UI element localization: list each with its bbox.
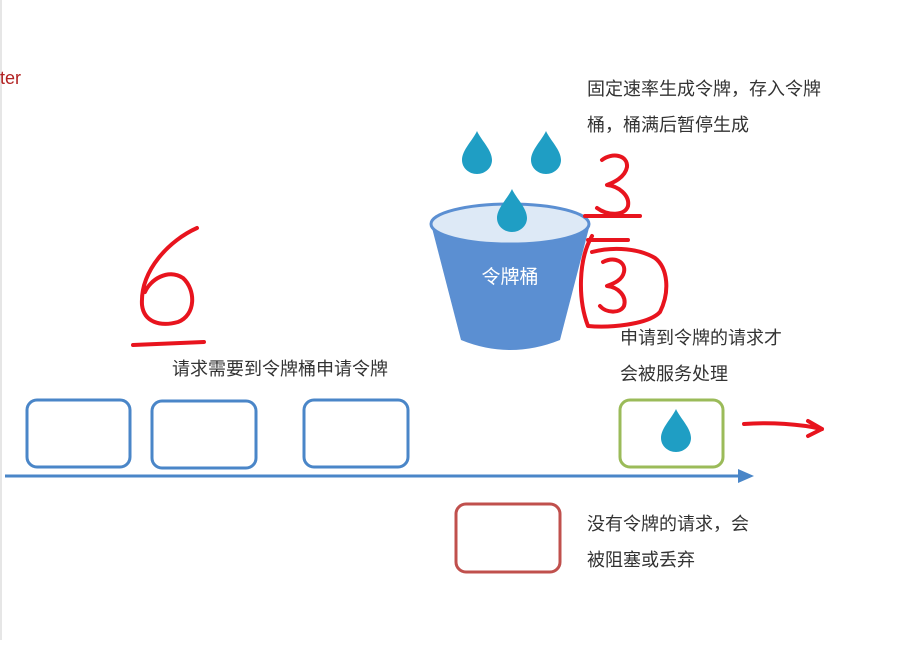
handwritten-three-top <box>595 153 631 216</box>
blocked-request-box <box>454 502 562 574</box>
served-request-note-line-1: 申请到令牌的请求才 <box>620 328 782 349</box>
request-box-3 <box>302 398 410 469</box>
handwritten-six <box>139 226 199 326</box>
request-apply-note: 请求需要到令牌桶申请令牌 <box>172 359 388 380</box>
request-box-2 <box>150 399 258 470</box>
blocked-request-note: 没有令牌的请求，会 被阻塞或丢弃 <box>587 507 749 579</box>
request-timeline-arrow <box>5 469 754 483</box>
clipped-title-fragment: ter <box>0 68 22 88</box>
falling-token-drop-2 <box>531 131 561 174</box>
blocked-request-note-line-1: 没有令牌的请求，会 <box>587 514 749 535</box>
handwritten-circle <box>579 234 669 329</box>
bucket-token-drop <box>497 189 527 232</box>
token-generation-note: 固定速率生成令牌，存入令牌 桶，桶满后暂停生成 <box>587 72 821 144</box>
request-box-1 <box>25 398 132 469</box>
token-generation-note-line-2: 桶，桶满后暂停生成 <box>587 115 749 136</box>
falling-token-drop-1 <box>462 131 492 174</box>
handwritten-exit-arrow <box>742 419 824 438</box>
handwritten-underline-six <box>131 340 206 347</box>
blocked-request-note-line-2: 被阻塞或丢弃 <box>587 550 695 571</box>
token-generation-note-line-1: 固定速率生成令牌，存入令牌 <box>587 79 821 100</box>
served-request-note-line-2: 会被服务处理 <box>620 364 728 385</box>
bucket-label: 令牌桶 <box>481 266 539 288</box>
served-request-note: 申请到令牌的请求才 会被服务处理 <box>620 321 782 393</box>
handwritten-three-circled <box>598 257 627 314</box>
window-left-edge <box>0 0 2 640</box>
